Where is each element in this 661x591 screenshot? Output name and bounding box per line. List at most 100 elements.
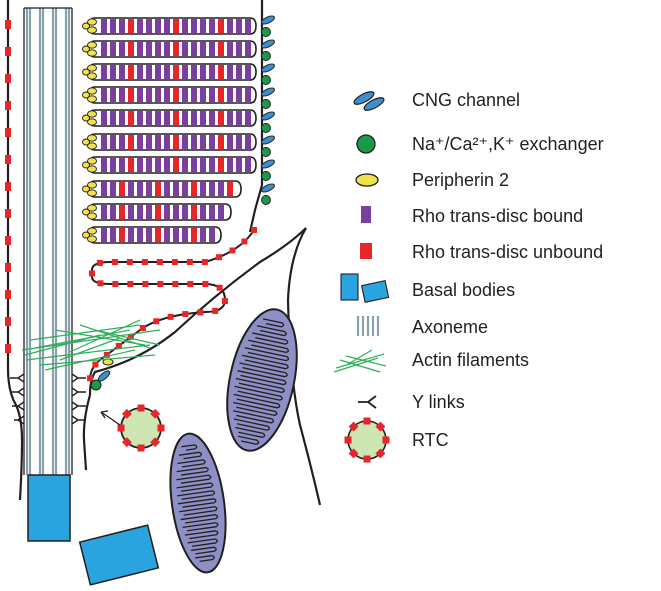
rho-unbound-mark: [216, 254, 223, 261]
rho-unbound-mark: [344, 436, 352, 444]
rho-bound-mark: [182, 42, 188, 56]
actin-filament: [34, 329, 131, 349]
rho-unbound-mark: [218, 88, 224, 102]
rho-unbound-mark: [141, 259, 148, 265]
rho-bound-mark: [164, 135, 170, 149]
peripherin-icon: [87, 95, 97, 103]
rho-bound-mark: [146, 228, 152, 242]
rho-bound-mark: [173, 182, 179, 196]
rho-unbound-mark: [121, 408, 132, 419]
mitochondrial-crista: [187, 538, 218, 547]
rho-bound-mark: [146, 158, 152, 172]
peripherin-icon: [87, 157, 97, 165]
actin-filament: [79, 324, 151, 349]
rho-bound-mark: [245, 88, 251, 102]
peripherin-icon: [87, 235, 97, 243]
rho-bound-mark: [101, 65, 107, 79]
rho-bound-mark: [236, 65, 242, 79]
rho-unbound-mark: [363, 455, 371, 463]
rho-bound-mark: [101, 205, 107, 219]
rho-bound-mark: [236, 111, 242, 125]
disc-stack: [82, 17, 257, 244]
rho-unbound-mark: [119, 228, 125, 242]
rho-unbound-mark: [173, 135, 179, 149]
peripherin-icon: [87, 87, 97, 95]
rho-unbound-mark: [191, 205, 197, 219]
rho-unbound-mark: [126, 259, 133, 265]
rho-bound-mark: [227, 158, 233, 172]
rho-bound-mark: [146, 65, 152, 79]
mitochondrial-crista: [237, 435, 260, 445]
rho-bound-mark: [209, 42, 215, 56]
rho-bound-mark: [200, 111, 206, 125]
peripherin-icon: [87, 64, 97, 72]
rho-bound-mark: [227, 42, 233, 56]
peripherin-icon: [82, 45, 90, 53]
rho-unbound-mark: [197, 309, 204, 316]
rho-unbound-mark: [142, 281, 149, 287]
rho-bound-mark: [155, 135, 161, 149]
rho-unbound-mark: [111, 259, 118, 265]
rho-bound-mark: [101, 182, 107, 196]
mitochondrial-crista: [190, 546, 217, 555]
rho-bound-mark: [101, 228, 107, 242]
actin-filament: [69, 319, 141, 353]
rho-bound-mark: [236, 42, 242, 56]
mitochondrial-crista: [235, 377, 285, 394]
actin-filament: [54, 329, 146, 346]
rho-bound-mark: [245, 111, 251, 125]
rho-unbound-mark: [119, 182, 125, 196]
mitochondrial-crista: [176, 466, 209, 476]
rho-bound-mark: [173, 205, 179, 219]
rho-unbound-mark: [5, 128, 11, 137]
peripherin-icon: [87, 181, 97, 189]
rho-bound-mark: [245, 158, 251, 172]
rho-unbound-mark: [201, 259, 208, 265]
disc: [82, 63, 257, 81]
peripherin-icon: [82, 68, 90, 76]
rho-unbound-mark: [241, 238, 248, 245]
rho-unbound-mark: [128, 158, 134, 172]
peripherin-icon: [87, 165, 97, 173]
rho-unbound-mark: [153, 318, 160, 325]
rho-unbound-mark: [348, 448, 359, 459]
rho-bound-mark: [155, 65, 161, 79]
nascent-membrane: [89, 229, 255, 381]
mitochondrial-crista: [241, 354, 289, 370]
exchanger-icon: [261, 27, 271, 37]
mitochondrion-upper: [226, 308, 298, 452]
legend-label-rtc: RTC: [412, 430, 449, 450]
mitochondrial-crista: [176, 474, 212, 484]
legend-label-axoneme: Axoneme: [412, 317, 488, 337]
rho-unbound-mark: [221, 298, 228, 305]
peripherin-icon: [87, 18, 97, 26]
rho-bound-mark: [227, 88, 233, 102]
peripherin-icon: [87, 142, 97, 150]
rho-bound-mark: [191, 111, 197, 125]
rho-bound-mark: [227, 111, 233, 125]
actin-filament: [25, 344, 151, 361]
disc: [82, 17, 257, 35]
rho-bound-mark: [227, 135, 233, 149]
rho-unbound-mark: [202, 281, 209, 288]
rho-bound-mark: [110, 135, 116, 149]
rho-bound-mark: [200, 182, 206, 196]
rho-bound-mark: [110, 158, 116, 172]
rho-unbound-mark: [155, 182, 161, 196]
rho-bound-mark: [227, 19, 233, 33]
rho-unbound-mark: [218, 111, 224, 125]
rho-bound-mark: [128, 228, 134, 242]
rho-unbound-mark: [127, 281, 134, 287]
rho-unbound-mark: [173, 88, 179, 102]
legend-label-y-links: Y links: [412, 392, 465, 412]
rho-bound-mark: [200, 19, 206, 33]
peripherin-icon: [87, 212, 97, 220]
legend-axoneme-icon: [356, 316, 380, 336]
rho-bound-mark: [101, 88, 107, 102]
peripherin-icon: [87, 134, 97, 142]
rho-bound-mark: [164, 111, 170, 125]
rho-unbound-mark: [156, 259, 163, 265]
rho-unbound-mark: [97, 280, 104, 287]
rho-bound-mark: [236, 88, 242, 102]
actin-filaments-left: [21, 319, 161, 371]
